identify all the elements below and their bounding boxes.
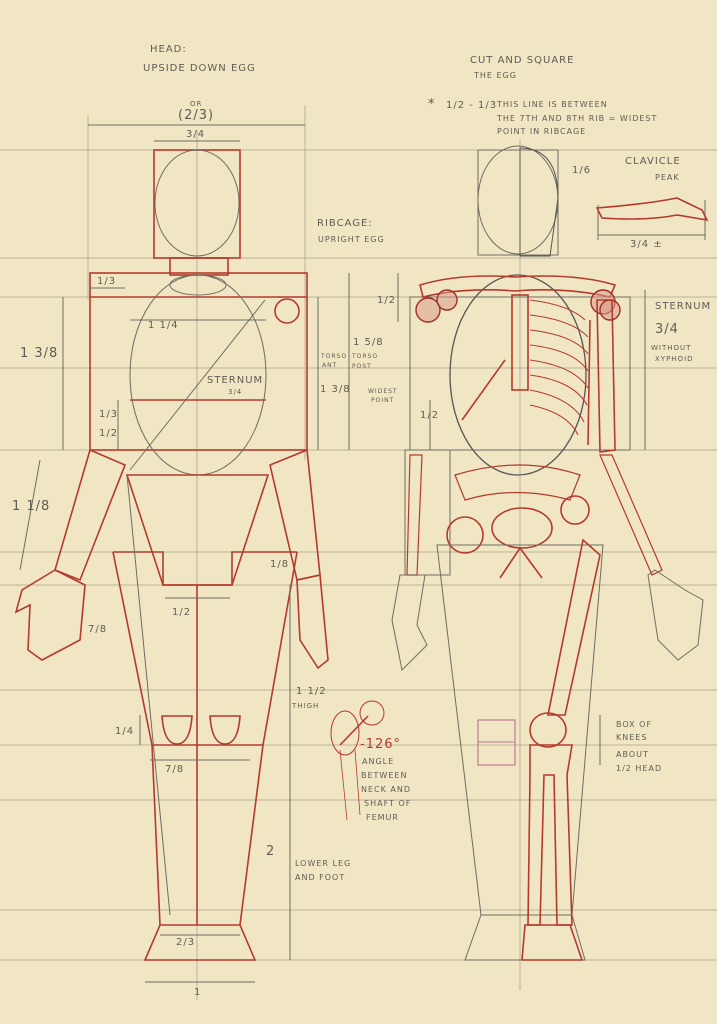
torso-post-label: TORSO bbox=[351, 353, 378, 360]
ribcage-width-label: 1 1/4 bbox=[148, 320, 179, 331]
head-subtitle: UPSIDE DOWN EGG bbox=[143, 63, 256, 74]
knee-width-label: 7/8 bbox=[165, 764, 184, 775]
sternum-label-right: STERNUM bbox=[655, 301, 711, 312]
torso-post-value: 1 5/8 bbox=[353, 337, 384, 348]
xyphoid-label: XYPHOID bbox=[655, 355, 694, 363]
head-width-label: 3/4 bbox=[186, 129, 205, 140]
half-label: 1/2 bbox=[99, 428, 118, 439]
torso-height-label: 1 3/8 bbox=[20, 346, 58, 361]
thigh-value: 1 1/2 bbox=[296, 686, 327, 697]
two-thirds-label: (2/3) bbox=[178, 108, 214, 123]
head-sixth-label: 1/6 bbox=[572, 165, 591, 176]
ribcage-title: RIBCAGE: bbox=[317, 218, 373, 229]
cut-subtitle: THE EGG bbox=[473, 71, 517, 80]
note-line: POINT IN RIBCAGE bbox=[497, 127, 586, 136]
torso-dimension-lines bbox=[317, 273, 431, 450]
half-head-label: 1/2 HEAD bbox=[616, 764, 662, 773]
angle-line: SHAFT OF bbox=[364, 799, 411, 808]
ankle-label: 2/3 bbox=[176, 937, 195, 948]
and-foot-label: AND FOOT bbox=[295, 873, 345, 882]
knees-label: KNEES bbox=[616, 733, 647, 742]
waist-half-label: 1/2 bbox=[420, 410, 439, 421]
note-star: * bbox=[428, 97, 436, 112]
shoulder-half-label: 1/2 bbox=[377, 295, 396, 306]
about-label: ABOUT bbox=[616, 750, 649, 759]
ribcage-subtitle: UPRIGHT EGG bbox=[318, 235, 385, 244]
torso-ant-value: 1 3/8 bbox=[320, 384, 351, 395]
widest-label: WIDEST bbox=[368, 388, 398, 395]
femur-angle-sketch bbox=[330, 700, 385, 821]
upper-arm-label: 1 1/8 bbox=[12, 499, 50, 514]
torso-ant-label-2: ANT bbox=[322, 362, 337, 369]
knee-label: 1/4 bbox=[115, 726, 134, 737]
left-figure-mannequin bbox=[14, 149, 329, 961]
sternum-value-right: 3/4 bbox=[655, 322, 679, 337]
clavicle-sketch bbox=[595, 197, 709, 222]
point-label: POINT bbox=[371, 397, 394, 404]
lower-leg-value: 2 bbox=[266, 844, 275, 859]
pelvis-width-label: 1/2 bbox=[172, 607, 191, 618]
angle-line: NECK AND bbox=[361, 785, 411, 794]
clavicle-label: CLAVICLE bbox=[625, 156, 681, 167]
hand-label: 7/8 bbox=[88, 624, 107, 635]
peak-label: PEAK bbox=[655, 173, 680, 182]
shoulder-label: 1/3 bbox=[97, 276, 116, 287]
thigh-label: THIGH bbox=[291, 702, 319, 710]
right-figure-skeleton bbox=[391, 145, 704, 961]
note-line: THIS LINE IS BETWEEN bbox=[496, 100, 608, 109]
sternum-label: STERNUM bbox=[207, 375, 263, 386]
third-label: 1/3 bbox=[99, 409, 118, 420]
hip-eighth-label: 1/8 bbox=[270, 559, 289, 570]
note-line: THE 7TH AND 8TH RIB = WIDEST bbox=[496, 114, 657, 123]
torso-ant-label: TORSO bbox=[320, 353, 347, 360]
head-title: HEAD: bbox=[150, 44, 187, 55]
or-label: OR bbox=[190, 100, 202, 108]
angle-line: FEMUR bbox=[366, 813, 399, 822]
angle-line: BETWEEN bbox=[361, 771, 407, 780]
box-of-label: BOX OF bbox=[616, 720, 652, 729]
cut-title: CUT AND SQUARE bbox=[470, 55, 574, 66]
torso-post-label-2: POST bbox=[352, 363, 372, 370]
clavicle-width-label: 3/4 ± bbox=[630, 239, 663, 250]
angle-line: ANGLE bbox=[362, 757, 394, 766]
foot-width-label: 1 bbox=[194, 987, 201, 998]
note-fraction: 1/2 - 1/3 bbox=[446, 100, 497, 111]
lower-leg-label: LOWER LEG bbox=[295, 859, 351, 868]
femur-angle-value: -126° bbox=[360, 737, 401, 752]
without-label: WITHOUT bbox=[651, 344, 691, 352]
left-dimension-lines bbox=[19, 124, 305, 983]
sternum-value: 3/4 bbox=[228, 388, 242, 396]
